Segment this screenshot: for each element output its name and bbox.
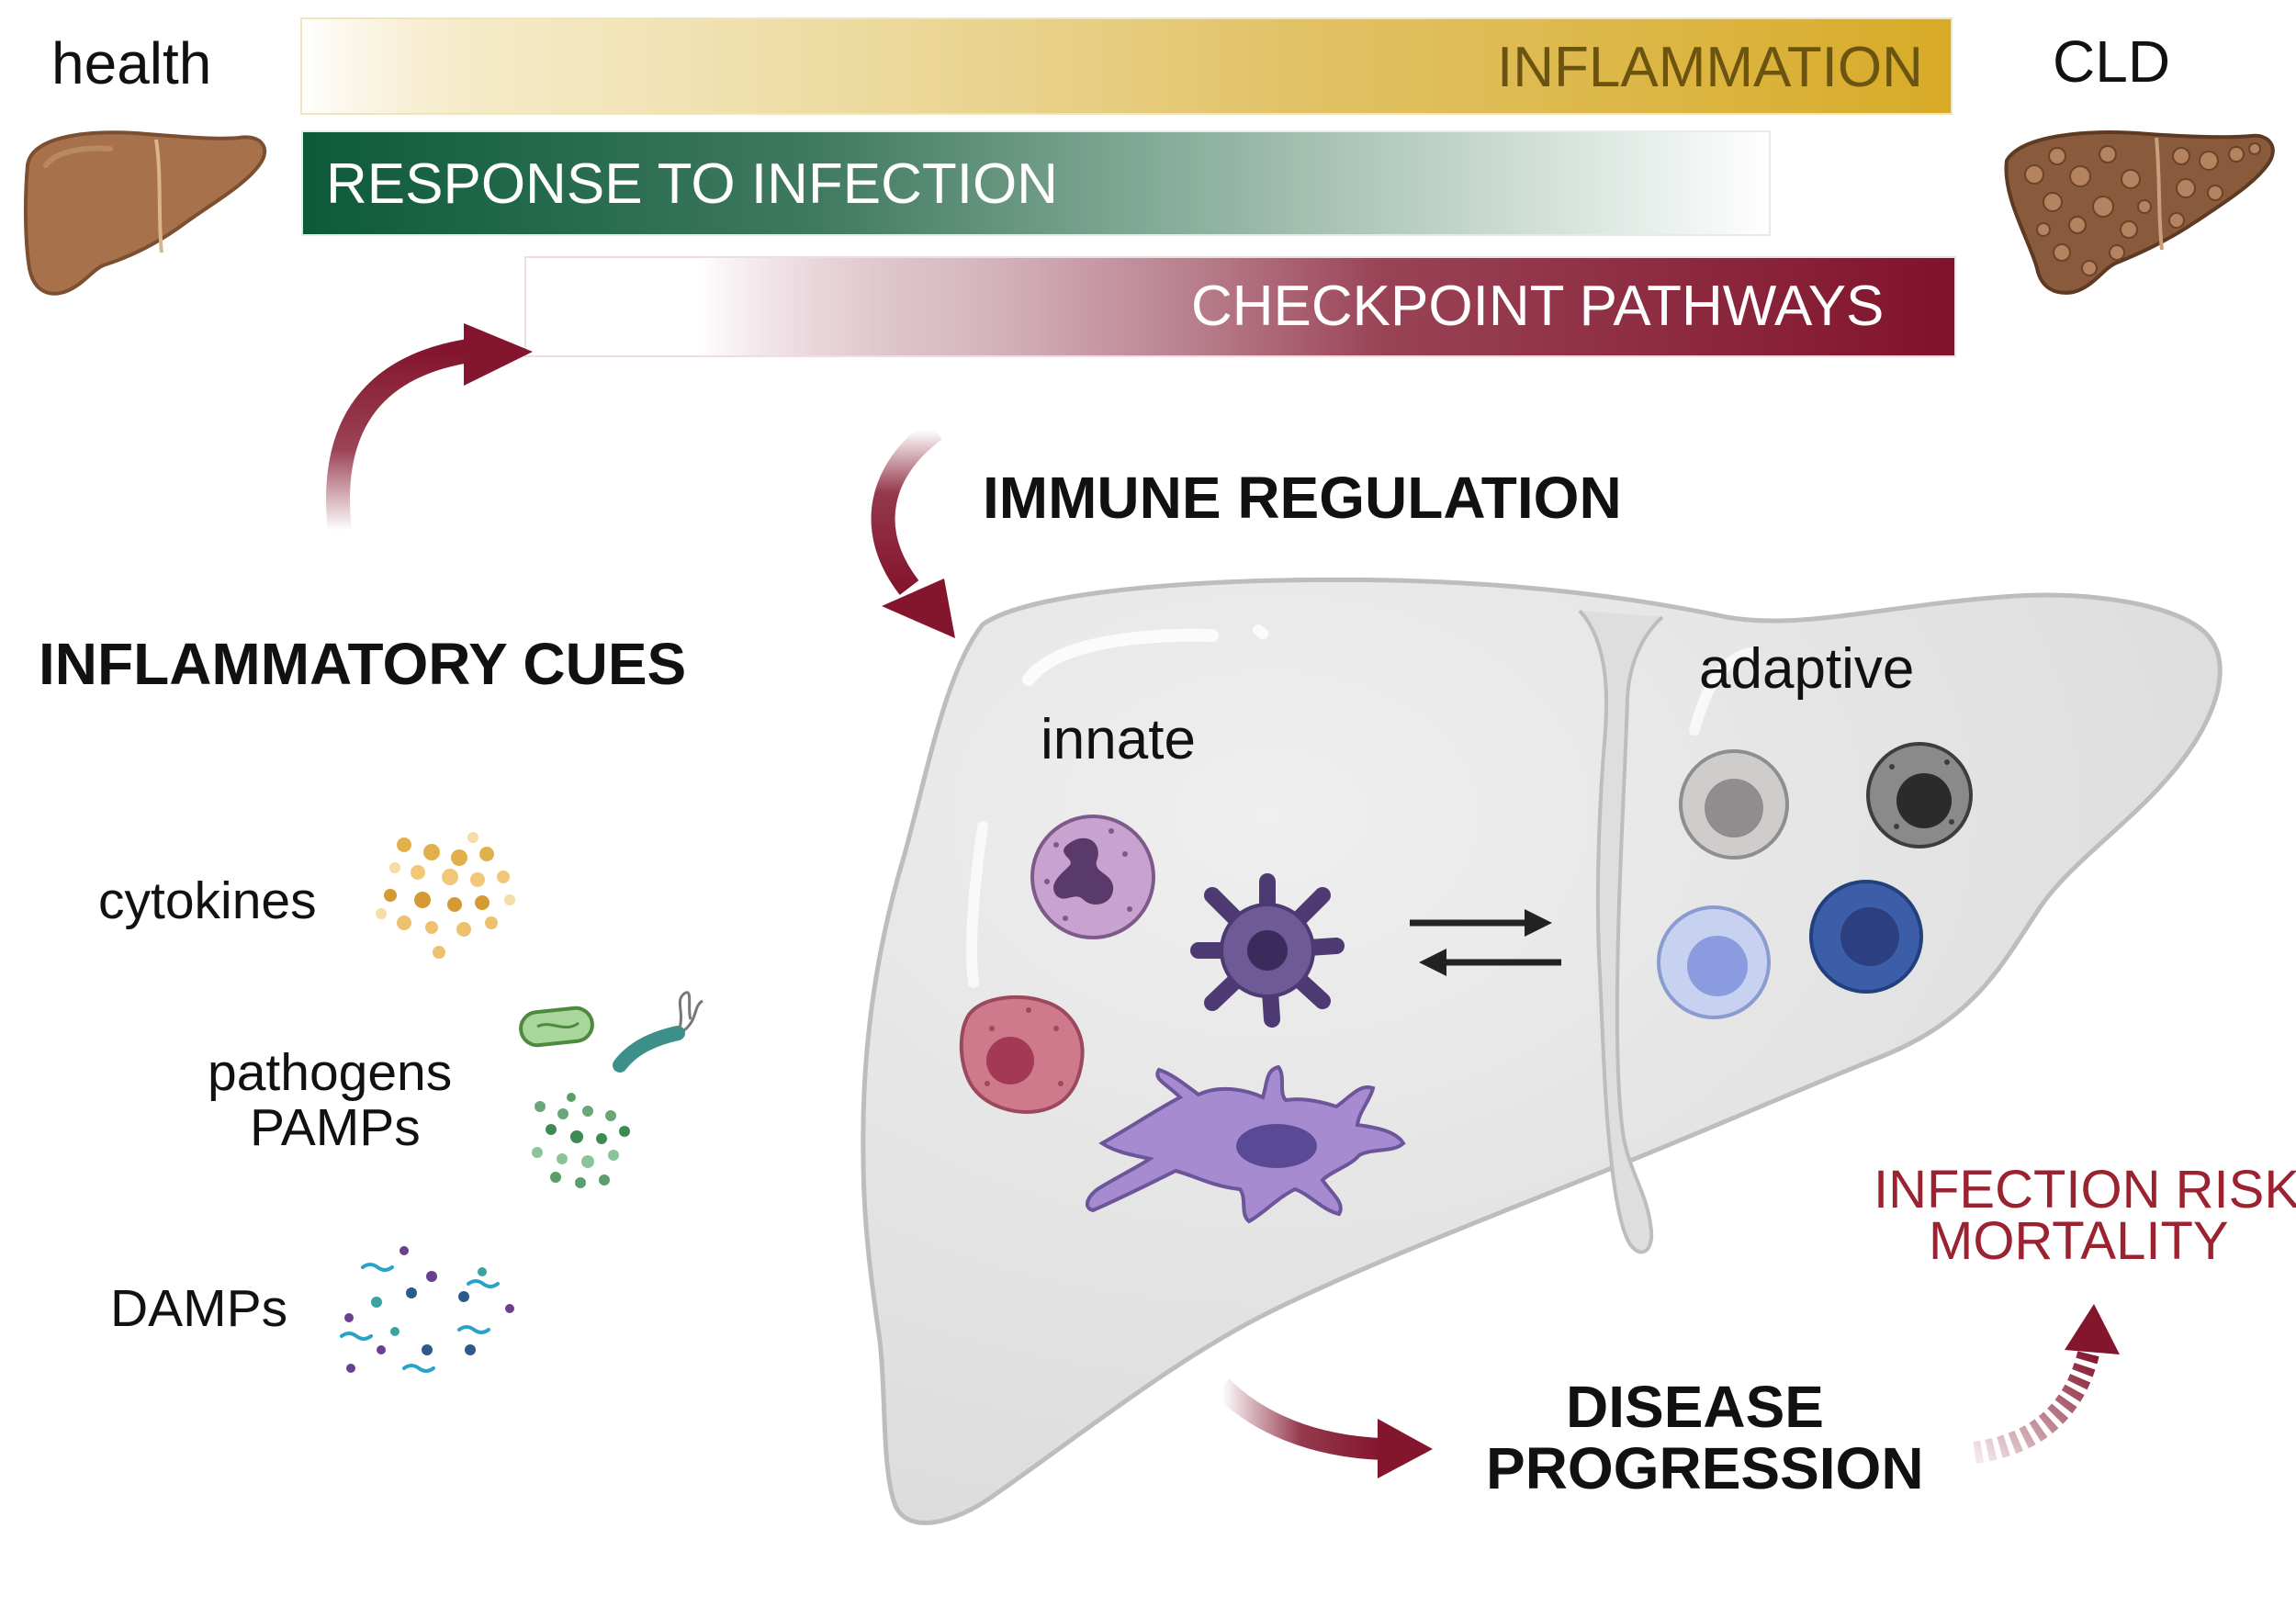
stellate-cell-icon xyxy=(1085,1064,1406,1224)
lymphocyte-icon xyxy=(1866,742,1973,848)
neutrophil-icon xyxy=(1030,815,1155,939)
innate-label: innate xyxy=(1041,708,1196,771)
cytokine-dots-icon xyxy=(376,832,515,959)
cirrhotic-liver-icon xyxy=(2004,130,2275,295)
flagellated-bacterium-icon xyxy=(613,991,703,1073)
lymphocyte-icon xyxy=(1657,905,1771,1019)
lymphocyte-icon xyxy=(1809,880,1923,994)
response-bar-label: RESPONSE TO INFECTION xyxy=(326,152,1058,216)
to-risk-arrow xyxy=(1973,1304,2120,1464)
healthy-liver-icon xyxy=(23,130,267,296)
adaptive-label: adaptive xyxy=(1699,637,1915,701)
pathogens-label: pathogens xyxy=(208,1043,453,1102)
disease-label-line1: DISEASE xyxy=(1566,1374,1824,1440)
health-label: health xyxy=(51,30,212,96)
damps-label: DAMPs xyxy=(110,1279,288,1338)
pamp-dots-icon xyxy=(532,1093,630,1188)
lymphocyte-icon xyxy=(1679,749,1789,860)
checkpoint-bar xyxy=(524,256,1956,357)
cld-label: CLD xyxy=(2053,28,2171,95)
inflammation-bar xyxy=(300,17,1953,115)
damp-particles-icon xyxy=(340,1246,514,1373)
exchange-arrows-icon xyxy=(1410,909,1561,976)
to-disease-arrow xyxy=(1213,1378,1433,1478)
immune-regulation-label: IMMUNE REGULATION xyxy=(983,465,1622,531)
macrophage-icon xyxy=(959,995,1085,1114)
bacterium-icon xyxy=(519,1006,594,1048)
inflammatory-cues-label: INFLAMMATORY CUES xyxy=(39,631,687,697)
pamps-label: PAMPs xyxy=(250,1098,421,1157)
cues-to-bars-arrow xyxy=(326,323,533,533)
disease-label-line2: PROGRESSION xyxy=(1486,1435,1924,1501)
inflammation-bar-label: INFLAMMATION xyxy=(1497,36,1923,99)
risk-label-line1: INFECTION RISK xyxy=(1874,1160,2296,1219)
checkpoint-bar-label: CHECKPOINT PATHWAYS xyxy=(1191,275,1885,338)
response-bar xyxy=(301,130,1771,236)
risk-label-line2: MORTALITY xyxy=(1929,1211,2229,1271)
dendritic-cell-icon xyxy=(1190,873,1345,1028)
bars-to-liver-arrow xyxy=(871,420,955,638)
cytokines-label: cytokines xyxy=(98,871,317,930)
